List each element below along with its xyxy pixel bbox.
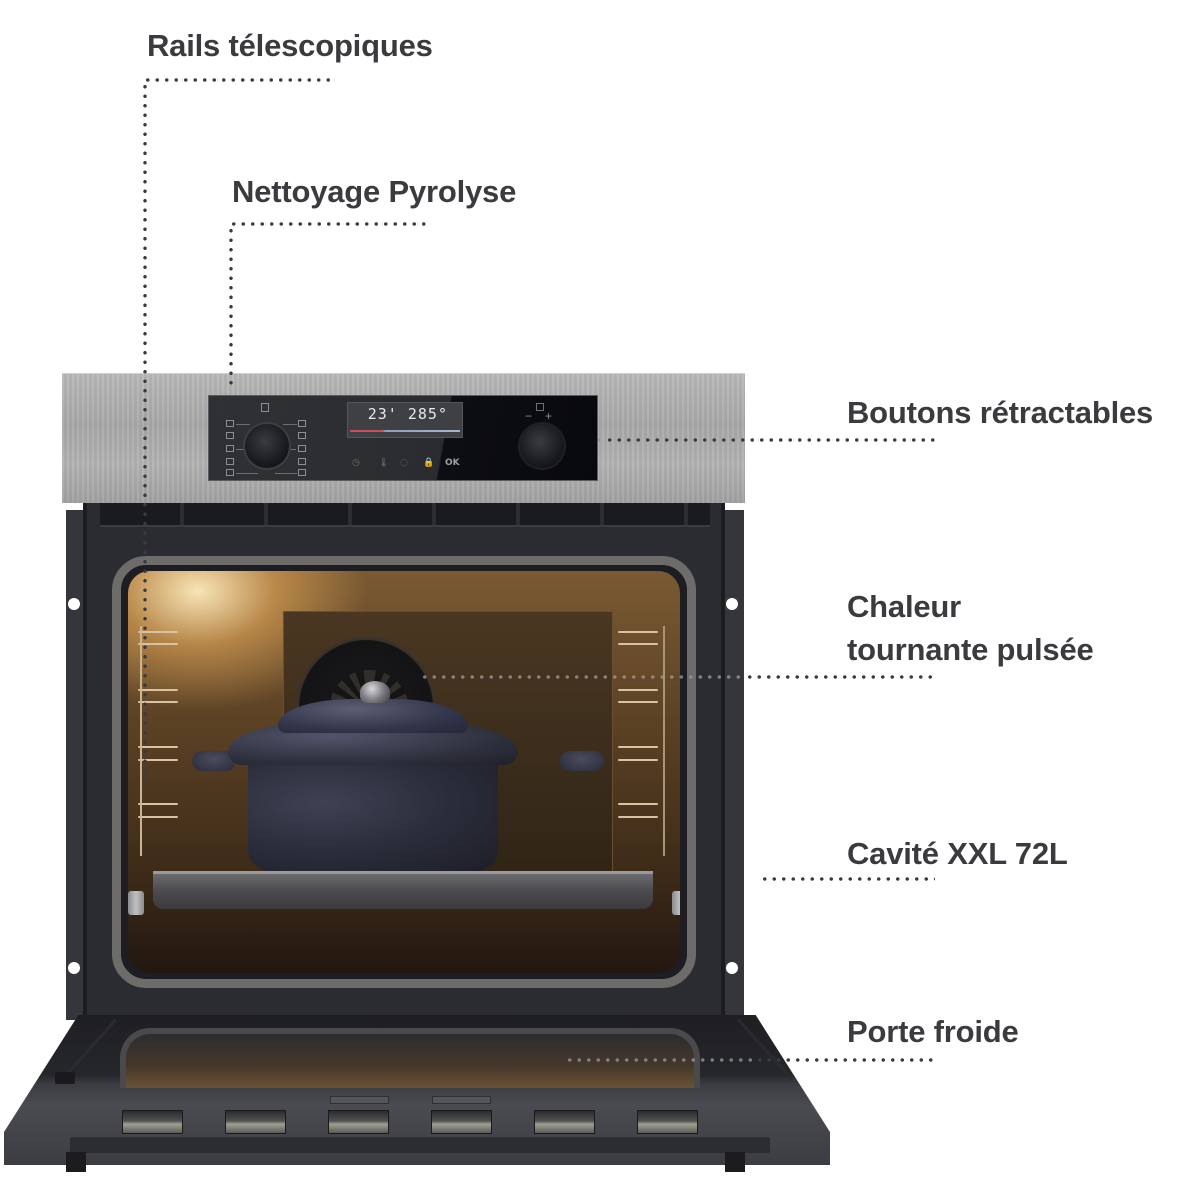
rail-upright-right [663,626,665,856]
pot-handle-right [560,751,604,771]
leader-line-buttons [605,438,935,442]
feature-label-door: Porte froide [847,1014,1019,1049]
mode-connector [283,424,297,425]
cast-iron-pot [248,757,498,871]
oven-foot-right [725,1152,745,1172]
mode-icon-bottom-heat[interactable] [226,445,234,452]
rack-rail-left [138,631,178,633]
tray-bracket-left [128,891,144,915]
pot-lid-knob [360,681,390,703]
rack-rail-left [138,803,178,805]
mount-hole [726,962,738,974]
lcd-time: 23' [367,405,398,423]
door-vent [225,1110,286,1134]
mount-hole [726,598,738,610]
mode-icon-keep-warm[interactable] [298,469,306,476]
door-vent [122,1110,183,1134]
rack-rail-right [618,746,658,748]
oven-side-plate-left [66,510,86,1020]
mode-connector [286,449,296,450]
door-vent [328,1110,389,1134]
leader-line-convection [745,675,935,679]
retractable-adjust-knob[interactable] [520,424,564,468]
mode-connector [236,449,246,450]
door-vent [637,1110,698,1134]
leader-line-door [755,1058,935,1062]
oven-cavity-interior [128,571,680,973]
rack-rail-right [618,816,658,818]
mode-connector [236,424,250,425]
rack-rail-right [618,701,658,703]
mount-hole [68,598,80,610]
mount-hole [68,962,80,974]
pot-handle-left [192,751,236,771]
oven-side-plate-right [724,510,744,1020]
feature-label-convection-line2: tournante pulsée [847,632,1094,667]
lcd-readout: 23' 285° [368,405,448,423]
feature-label-convection-line1: Chaleur [847,589,962,624]
ok-button[interactable]: OK [445,458,460,468]
feature-label-pyrolyse: Nettoyage Pyrolyse [232,174,517,209]
mode-icon-defrost[interactable] [226,469,234,476]
door-slot [330,1096,389,1104]
rack-rail-right [618,643,658,645]
feature-label-cavity: Cavité XXL 72L [847,836,1068,871]
rack-rail-left [138,643,178,645]
increase-icon[interactable]: + [545,409,553,423]
leader-line-convection-faint [420,675,740,679]
rack-rail-left [138,746,178,748]
rack-rail-right [618,759,658,761]
leader-line-door-faint [565,1058,755,1062]
mode-connector [275,473,297,474]
temperature-mode-icon [536,403,544,411]
oven-foot-left [66,1152,86,1172]
door-latch [55,1072,75,1084]
baking-tray [128,861,680,917]
light-mode-icon[interactable] [261,403,269,412]
tray-bracket-right [672,891,680,915]
door-handle-lip[interactable] [70,1137,770,1153]
mode-icon-pizza[interactable] [298,445,306,452]
mode-icon-pyrolysis[interactable] [298,458,306,465]
drop-icon[interactable]: ◌ [400,458,408,468]
rack-rail-right [618,803,658,805]
feature-label-buttons: Boutons rétractables [847,395,1154,430]
mode-connector [236,473,258,474]
tray-body [153,871,653,909]
function-selector-knob[interactable] [245,424,289,468]
rack-rail-left [138,689,178,691]
rail-upright-left [140,626,142,856]
decrease-icon[interactable]: − [525,409,533,423]
door-vent [431,1110,492,1134]
oven-top-vent [100,503,710,527]
door-slot [432,1096,491,1104]
rack-rail-left [138,759,178,761]
leader-line-cavity [760,877,935,881]
mode-icon-conventional[interactable] [298,420,306,427]
mode-icon-eco[interactable] [298,432,306,439]
leader-line-pyrolyse-v [229,226,233,390]
rack-rail-left [138,816,178,818]
lcd-screen: 23' 285° [347,402,463,438]
rack-rail-left [138,701,178,703]
mode-icon-fan[interactable] [226,432,234,439]
thermometer-icon[interactable]: 🌡 [378,458,390,468]
mode-icon-grill[interactable] [226,458,234,465]
leader-line-pyrolyse-h [229,222,427,226]
leader-line-rails-h [143,78,333,82]
feature-label-rails: Rails télescopiques [147,28,433,63]
lock-icon[interactable]: 🔒 [423,458,435,468]
mode-icon-top-heat[interactable] [226,420,234,427]
clock-icon[interactable]: ◷ [352,458,360,468]
rack-rail-right [618,689,658,691]
door-vent [534,1110,595,1134]
lcd-temperature: 285° [407,405,448,423]
rack-rail-right [618,631,658,633]
pot-lid-top [278,699,468,733]
lcd-progress-bar [350,430,460,432]
leader-line-rails-v [143,82,147,782]
